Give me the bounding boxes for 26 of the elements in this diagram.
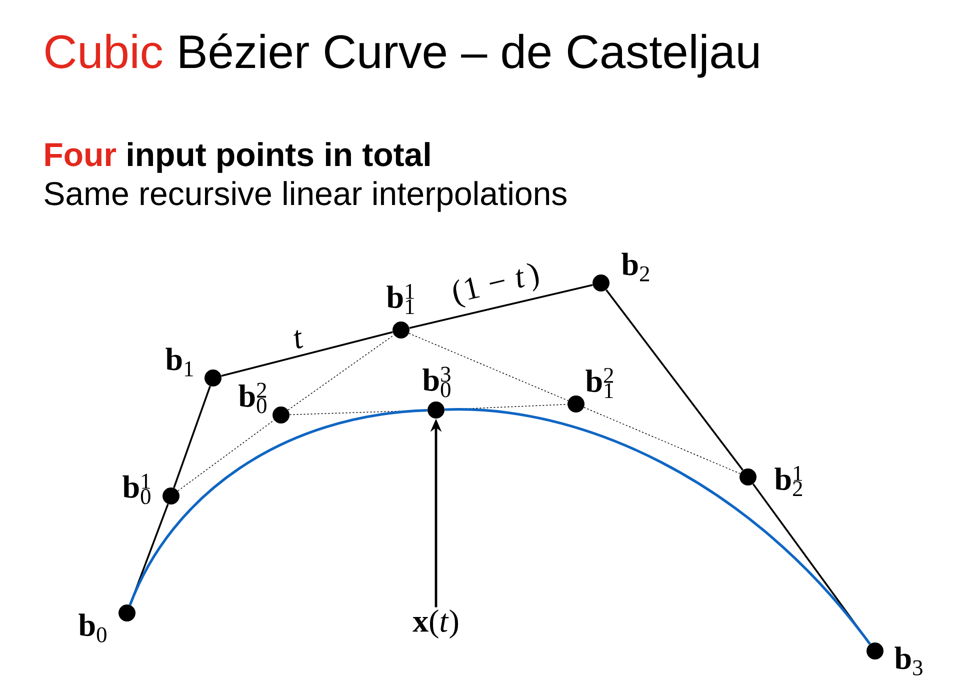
formula-label: x(t) xyxy=(412,610,458,638)
point-label: b$_{1}$1 xyxy=(386,284,414,314)
point-label: b$_{0}$1 xyxy=(122,474,150,504)
dotted-line xyxy=(288,334,394,410)
curve xyxy=(444,408,871,645)
point-label: b$_{0}$ xyxy=(78,614,106,642)
line xyxy=(173,386,211,488)
dotted-line xyxy=(584,407,740,474)
point-label: b$_{1}$2 xyxy=(586,368,614,398)
edge-label: (1 − t) xyxy=(448,260,544,311)
dotted-line xyxy=(408,333,568,401)
subheading: Four input points in total xyxy=(45,142,430,173)
dotted-line xyxy=(178,420,274,492)
point-label: b$_{0}$3 xyxy=(422,366,450,398)
point-label: b$_{0}$2 xyxy=(238,382,266,414)
title: Cubic Bézier Curve – de Casteljau xyxy=(46,33,758,78)
edge-label: t xyxy=(290,328,306,351)
text-line: Same recursive linear interpolations xyxy=(44,181,566,212)
point-label: b$_{2}$ xyxy=(622,252,650,282)
point-label: b$_{1}$ xyxy=(166,348,193,376)
line xyxy=(606,289,744,471)
curve xyxy=(128,408,428,606)
line xyxy=(221,331,393,377)
point-label: b$_{3}$ xyxy=(894,646,922,676)
point-label: b$_{2}$1 xyxy=(774,466,802,496)
line xyxy=(409,284,593,329)
